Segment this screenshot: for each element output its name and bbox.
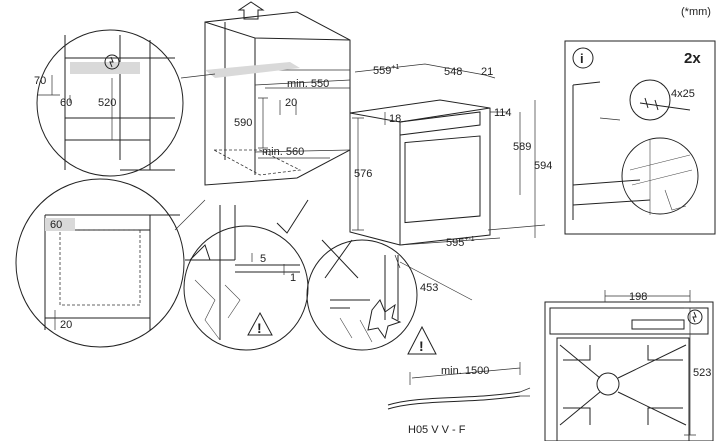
dim-18: 18 bbox=[389, 113, 401, 125]
screw-mounting-panel: i 2x 4x25 bbox=[564, 40, 716, 235]
install-wrong-circle: ! bbox=[306, 239, 437, 355]
screw-icon bbox=[639, 97, 691, 111]
dim-114: 114 bbox=[494, 107, 512, 119]
dim-594: 594 bbox=[534, 160, 552, 172]
units-note: (*mm) bbox=[681, 6, 711, 18]
dim-21: 21 bbox=[481, 66, 493, 78]
dim-453: 453 bbox=[420, 282, 438, 294]
dim-590: 590 bbox=[234, 117, 252, 129]
dim-595: 595+-1 bbox=[446, 236, 475, 249]
dim-548: 548 bbox=[444, 66, 462, 78]
impact-burst-icon bbox=[367, 299, 402, 340]
warning-icon-2 bbox=[407, 325, 437, 355]
dim-520: 520 bbox=[98, 97, 116, 109]
dim-60-top: 60 bbox=[60, 97, 72, 109]
svg-text:!: ! bbox=[257, 320, 262, 336]
cross-icon bbox=[321, 239, 359, 279]
dim-1: 1 bbox=[290, 272, 296, 284]
cabinet-drawing: min. 550 20 590 min. 560 bbox=[174, 1, 351, 231]
check-mark-icon bbox=[276, 199, 309, 234]
svg-text:!: ! bbox=[419, 338, 424, 354]
ventilation-arrow-icon bbox=[237, 1, 265, 20]
detail-circle-middle: 60 20 bbox=[15, 178, 185, 348]
dim-523: 523 bbox=[693, 367, 711, 379]
electric-plug-icon bbox=[104, 54, 120, 70]
dim-5: 5 bbox=[260, 253, 266, 265]
dim-198: 198 bbox=[629, 291, 647, 303]
dim-70: 70 bbox=[34, 75, 46, 87]
dim-20-middle: 20 bbox=[60, 319, 72, 331]
electric-plug-icon-hob bbox=[687, 309, 703, 325]
cable-min-length: min. 1500 bbox=[441, 365, 489, 377]
install-correct-circle: 5 1 ! bbox=[183, 199, 309, 351]
oven-drawing: 559+1 548 21 114 18 576 589 594 595+-1 4… bbox=[349, 63, 552, 301]
hob-drawing: 198 523 bbox=[544, 290, 714, 441]
dim-20-cabinet: 20 bbox=[285, 97, 297, 109]
info-icon bbox=[572, 47, 594, 69]
info-label: i bbox=[580, 51, 584, 66]
cable-type: H05 V V - F bbox=[408, 424, 466, 436]
dim-min-560: min. 560 bbox=[262, 146, 304, 158]
dim-576: 576 bbox=[354, 168, 372, 180]
burner-icon bbox=[596, 372, 620, 396]
dim-60-middle: 60 bbox=[50, 219, 62, 231]
power-cable-drawing: min. 1500 H05 V V - F bbox=[387, 362, 531, 436]
dim-min-550: min. 550 bbox=[287, 78, 329, 90]
screw-count-label: 2x bbox=[684, 50, 701, 67]
warning-icon bbox=[247, 311, 273, 336]
screw-size: 4x25 bbox=[671, 88, 695, 100]
dim-589: 589 bbox=[513, 141, 531, 153]
dim-559: 559+1 bbox=[373, 64, 399, 77]
detail-circle-top: 70 60 520 bbox=[34, 29, 184, 177]
